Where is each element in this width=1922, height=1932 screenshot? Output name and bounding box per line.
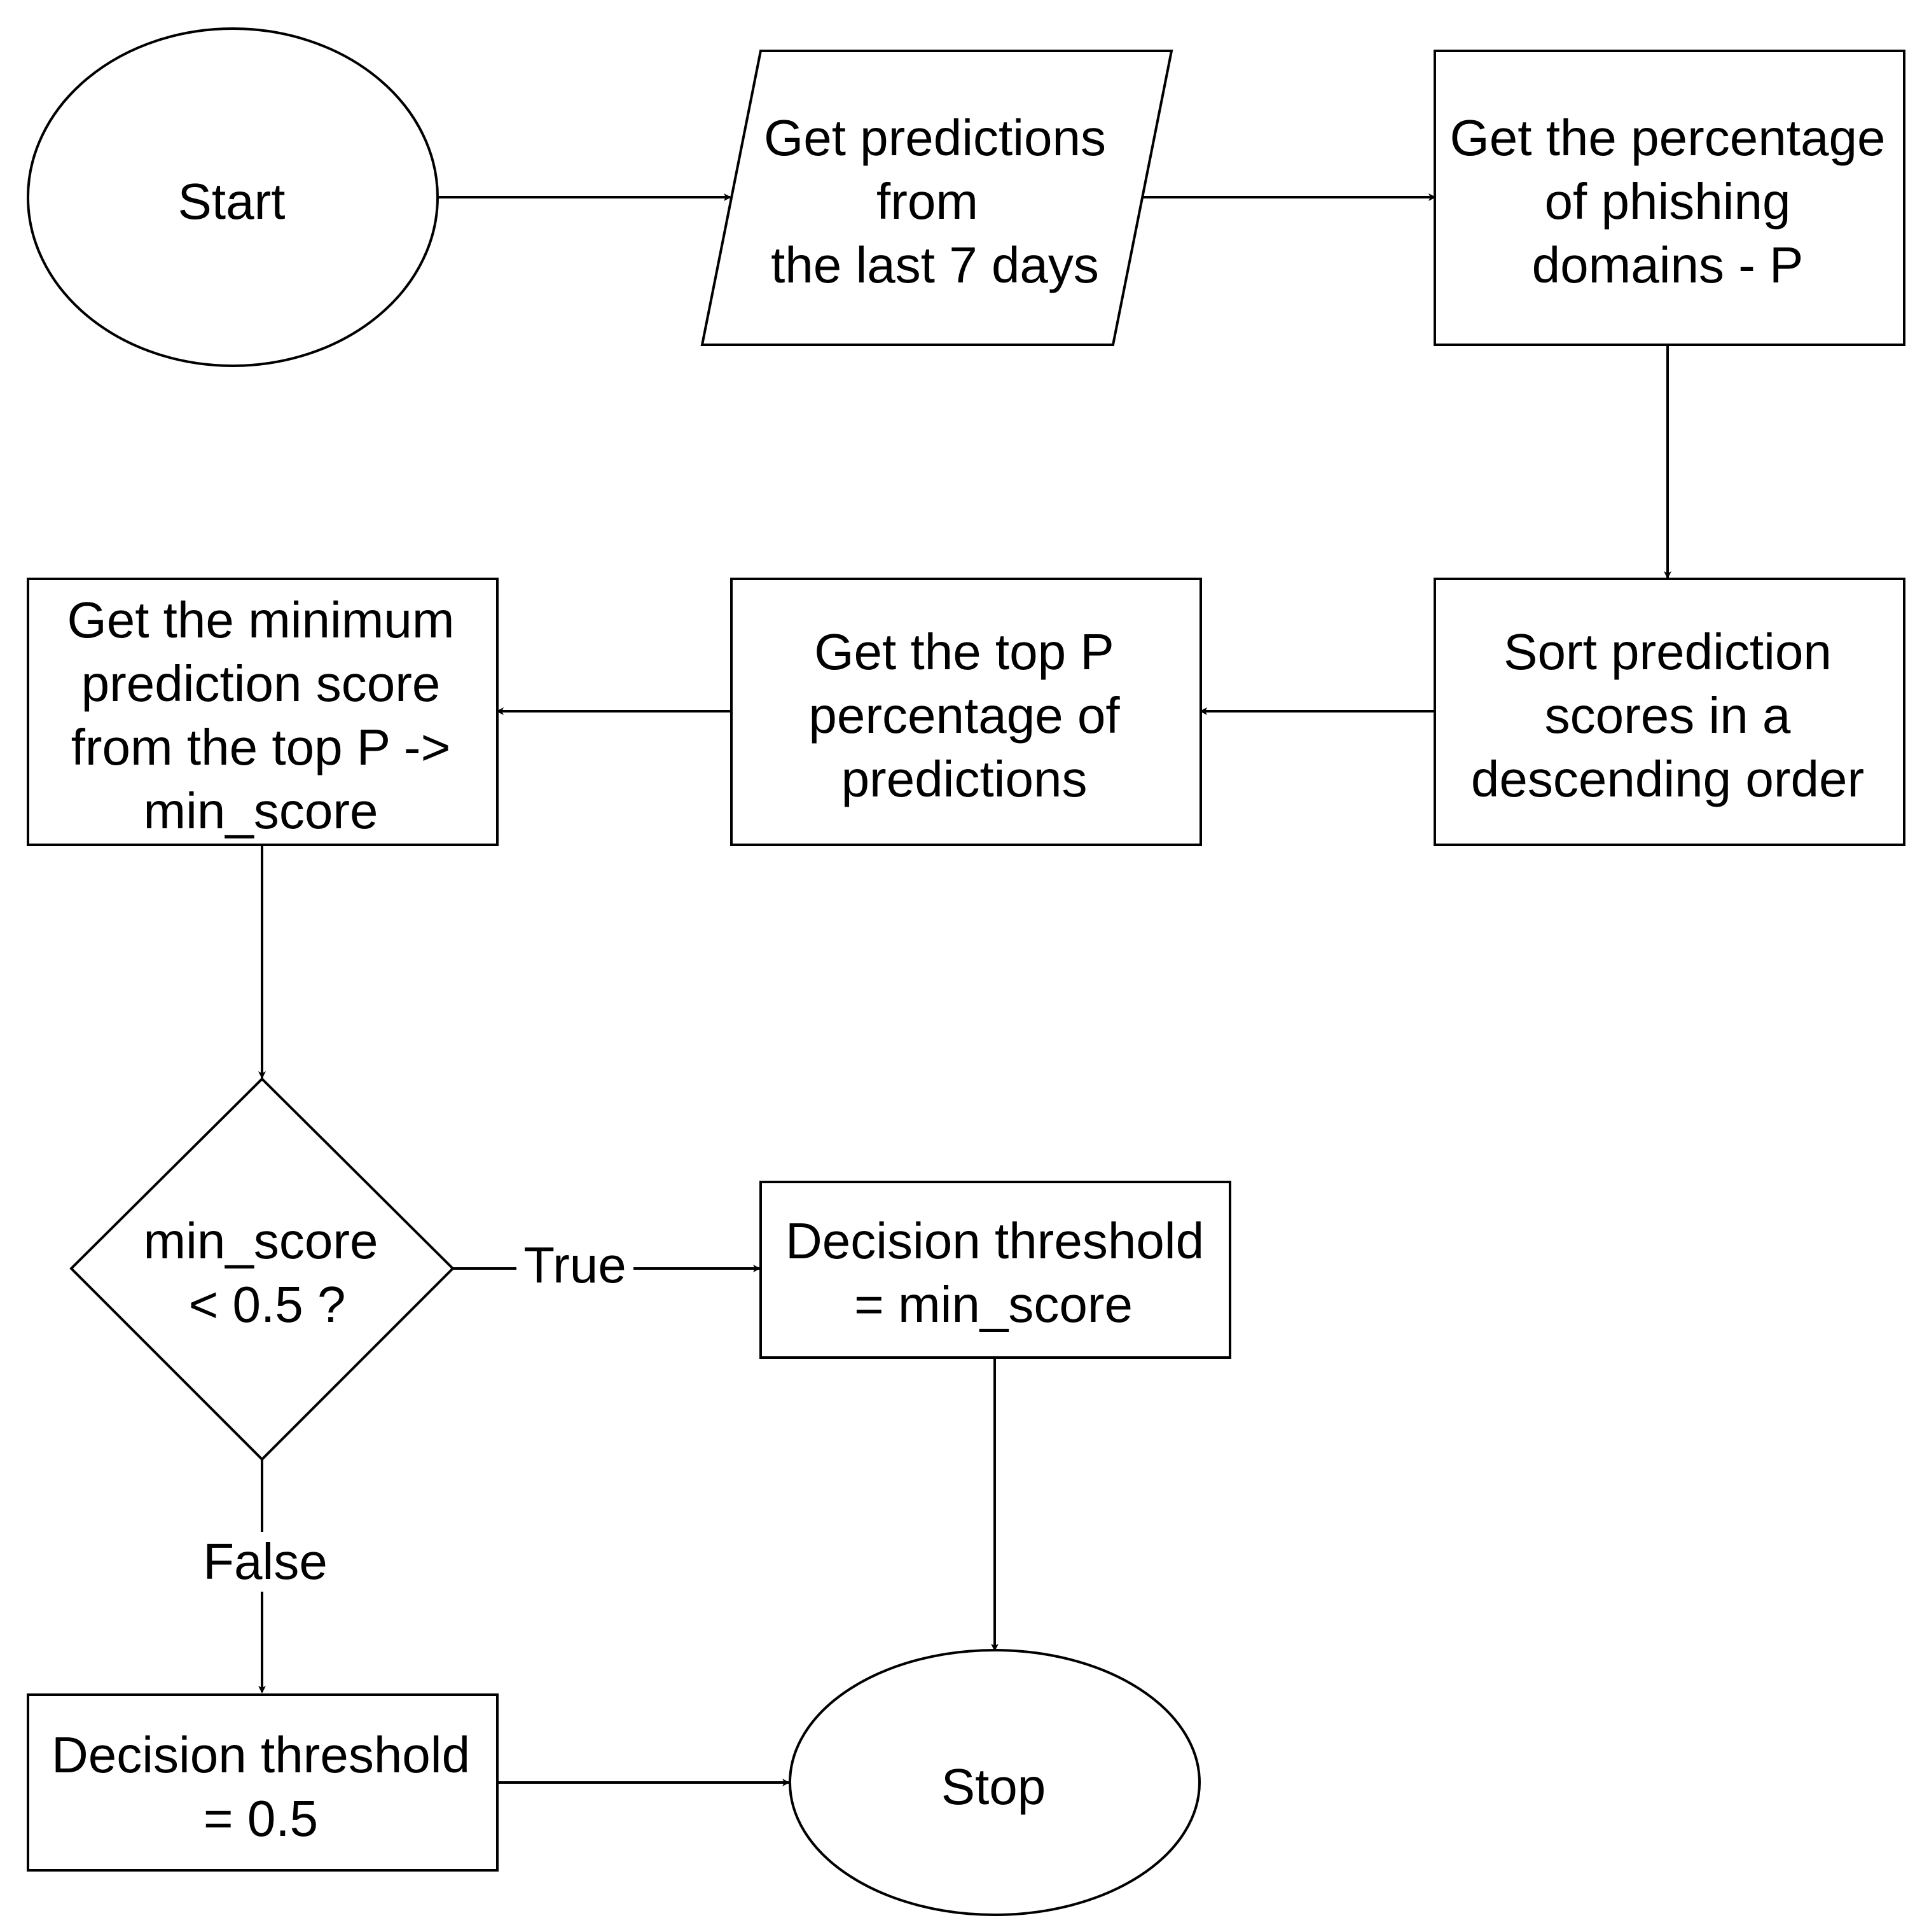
get-percentage-line-2: of phishing <box>1545 173 1791 230</box>
get-percentage-line-3: domains - P <box>1532 237 1804 293</box>
edge-label-false: False <box>196 1532 329 1592</box>
start-node-label: Start <box>178 173 286 230</box>
get-min-score-line-2: prediction score <box>81 655 441 712</box>
get-top-p-node: Get the top P percentage of predictions <box>730 578 1202 846</box>
threshold-min-score-line-1: Decision threshold <box>785 1213 1204 1269</box>
get-predictions-line-1: Get predictions <box>764 109 1106 166</box>
get-predictions-node: Get predictions from the last 7 days <box>700 50 1173 346</box>
get-min-score-node: Get the minimum prediction score from th… <box>27 578 499 846</box>
get-min-score-line-3: from the top P -> <box>71 719 451 775</box>
sort-scores-line-3: descending order <box>1471 751 1864 807</box>
threshold-min-score-node: Decision threshold = min_score <box>759 1181 1231 1359</box>
edge-label-true-text: True <box>523 1237 626 1293</box>
decision-line-1: min_score <box>143 1213 378 1269</box>
get-top-p-line-3: predictions <box>841 751 1088 807</box>
get-min-score-line-1: Get the minimum <box>67 592 454 648</box>
decision-line-2: < 0.5 ? <box>189 1276 346 1333</box>
get-top-p-line-2: percentage of <box>808 687 1120 744</box>
sort-scores-line-1: Sort prediction <box>1504 623 1832 680</box>
threshold-min-score-line-2: = min_score <box>854 1276 1133 1333</box>
sort-scores-line-2: scores in a <box>1545 687 1791 744</box>
get-percentage-node: Get the percentage of phishing domains -… <box>1434 50 1905 346</box>
start-node: Start <box>27 27 439 367</box>
edge-label-true: True <box>516 1237 633 1295</box>
get-min-score-line-4: min_score <box>143 782 378 839</box>
get-predictions-line-3: the last 7 days <box>771 237 1099 293</box>
edge-label-false-text: False <box>203 1533 328 1590</box>
stop-node-label: Stop <box>941 1758 1046 1815</box>
stop-node: Stop <box>789 1649 1201 1916</box>
get-top-p-line-1: Get the top P <box>814 623 1114 680</box>
get-percentage-line-1: Get the percentage <box>1450 109 1886 166</box>
threshold-half-node: Decision threshold = 0.5 <box>27 1693 499 1872</box>
threshold-half-line-2: = 0.5 <box>204 1790 318 1847</box>
threshold-half-line-1: Decision threshold <box>52 1727 470 1783</box>
get-predictions-line-2: from <box>876 173 978 230</box>
decision-node: min_score < 0.5 ? <box>69 1077 455 1461</box>
sort-scores-node: Sort prediction scores in a descending o… <box>1434 578 1905 846</box>
